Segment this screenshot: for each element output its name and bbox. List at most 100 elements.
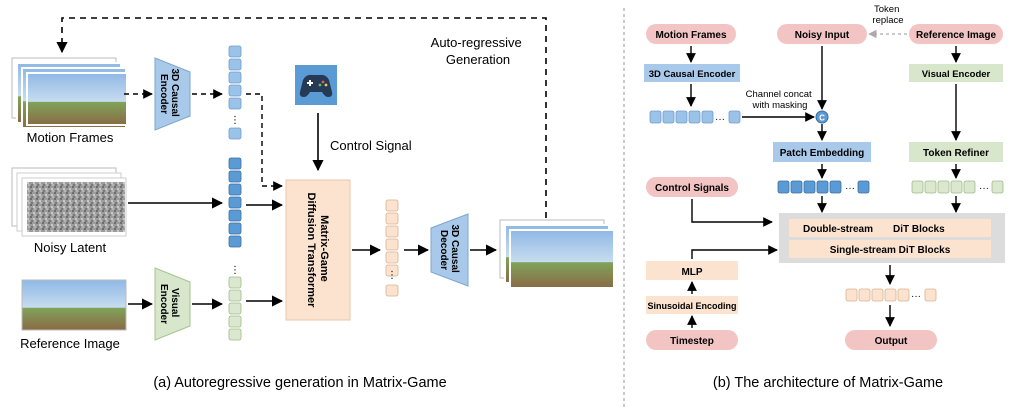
token bbox=[228, 209, 242, 222]
token bbox=[228, 97, 242, 110]
token bbox=[385, 225, 399, 238]
motion-token-dots: ··· bbox=[715, 114, 725, 125]
control-signal-label: Control Signal bbox=[330, 138, 412, 153]
token-replace-label: Token replace bbox=[872, 4, 903, 26]
causal-decoder-label: 3D Causal Decoder bbox=[438, 224, 460, 275]
token bbox=[385, 238, 399, 251]
output-token-ellipsis: ⋮ bbox=[387, 270, 397, 281]
motion-frames-node-label: Motion Frames bbox=[655, 30, 727, 41]
tokens-to-dit-dashed-arrow bbox=[246, 93, 283, 191]
causal-decoder-block bbox=[430, 213, 469, 287]
token bbox=[950, 180, 963, 194]
token bbox=[884, 288, 897, 302]
token bbox=[228, 196, 242, 209]
patch-token-dots: ··· bbox=[845, 183, 855, 194]
token bbox=[675, 110, 688, 124]
dit-blocks-block bbox=[887, 219, 991, 237]
noisy-input-node-label: Noisy Input bbox=[795, 30, 850, 41]
reference-image bbox=[21, 279, 127, 331]
control-to-dit-arrow bbox=[691, 199, 773, 227]
reference-token-dots: ··· bbox=[979, 183, 989, 194]
left-caption: (a) Autoregressive generation in Matrix-… bbox=[153, 375, 446, 391]
token bbox=[829, 180, 842, 194]
control-signals-node-label: Control Signals bbox=[655, 183, 729, 194]
token-refiner-node bbox=[909, 142, 1003, 162]
control-signals-node bbox=[646, 177, 738, 197]
visual-encoder-node bbox=[909, 64, 1003, 82]
visual-encoder-node-label: Visual Encoder bbox=[922, 69, 991, 80]
token-ellipsis-2: ⋮ bbox=[230, 265, 240, 276]
token bbox=[385, 284, 399, 297]
token-refiner-node-label: Token Refiner bbox=[923, 148, 989, 159]
autoregressive-loop-arrow bbox=[56, 17, 547, 218]
token bbox=[857, 180, 870, 194]
output-token-row bbox=[845, 288, 937, 302]
double-stream-block bbox=[789, 219, 887, 237]
reference-image-node-label: Reference Image bbox=[916, 30, 996, 41]
sinusoidal-encoding-node bbox=[646, 296, 738, 314]
token bbox=[701, 110, 714, 124]
output-node-label: Output bbox=[875, 336, 908, 347]
reference-image-node bbox=[909, 24, 1003, 44]
token bbox=[858, 288, 871, 302]
causal-encoder-node bbox=[644, 64, 740, 82]
noisy-latent-image bbox=[11, 167, 127, 237]
causal-encoder-block bbox=[154, 57, 191, 131]
autoregressive-label: Auto-regressive Generation bbox=[431, 35, 526, 67]
token bbox=[228, 157, 242, 170]
token bbox=[662, 110, 675, 124]
token bbox=[385, 264, 399, 277]
token bbox=[777, 180, 790, 194]
token bbox=[228, 222, 242, 235]
timestep-node-label: Timestep bbox=[670, 336, 714, 347]
noisy-input-node bbox=[777, 24, 867, 44]
patch-embedding-node bbox=[773, 142, 871, 162]
diffusion-transformer-block bbox=[285, 179, 351, 321]
token bbox=[228, 127, 242, 140]
generated-frames-image bbox=[499, 219, 615, 289]
right-caption: (b) The architecture of Matrix-Game bbox=[713, 375, 943, 391]
concat-symbol: C bbox=[819, 114, 825, 123]
token bbox=[228, 289, 242, 302]
token bbox=[991, 180, 1004, 194]
token bbox=[911, 180, 924, 194]
token bbox=[803, 180, 816, 194]
token bbox=[228, 183, 242, 196]
visual-encoder-label: Visual Encoder bbox=[158, 284, 180, 324]
token bbox=[924, 180, 937, 194]
token bbox=[937, 180, 950, 194]
token bbox=[228, 71, 242, 84]
token bbox=[963, 180, 976, 194]
channel-concat-label: Channel concat with masking bbox=[746, 89, 815, 111]
token bbox=[385, 212, 399, 225]
token bbox=[897, 288, 910, 302]
output-token-dots: ··· bbox=[911, 291, 921, 302]
timestep-node bbox=[646, 330, 738, 350]
token bbox=[228, 58, 242, 71]
output-node bbox=[845, 330, 937, 350]
noisy-latent-label: Noisy Latent bbox=[34, 240, 107, 255]
token bbox=[845, 288, 858, 302]
gamepad-icon bbox=[295, 65, 337, 105]
token bbox=[688, 110, 701, 124]
reference-token-row bbox=[911, 180, 1004, 194]
token bbox=[924, 288, 937, 302]
token bbox=[228, 170, 242, 183]
concat-node bbox=[815, 110, 829, 124]
mlp-to-dit-arrow bbox=[691, 245, 778, 259]
motion-frames-label: Motion Frames bbox=[27, 130, 114, 145]
single-stream-label: Single-stream DiT Blocks bbox=[830, 245, 951, 256]
token bbox=[385, 199, 399, 212]
motion-token-row bbox=[649, 110, 741, 124]
token bbox=[228, 235, 242, 248]
token bbox=[228, 328, 242, 341]
motion-frames-node bbox=[646, 24, 736, 44]
single-stream-block bbox=[789, 240, 991, 258]
token bbox=[228, 45, 242, 58]
causal-encoder-label: 3D Causal Encoder bbox=[158, 68, 180, 119]
token bbox=[871, 288, 884, 302]
diffusion-transformer-label: Matrix-Game Diffusion Transformer bbox=[305, 193, 330, 309]
reference-image-label: Reference Image bbox=[20, 336, 120, 351]
motion-frames-image bbox=[11, 57, 128, 129]
output-token-column bbox=[385, 199, 399, 297]
